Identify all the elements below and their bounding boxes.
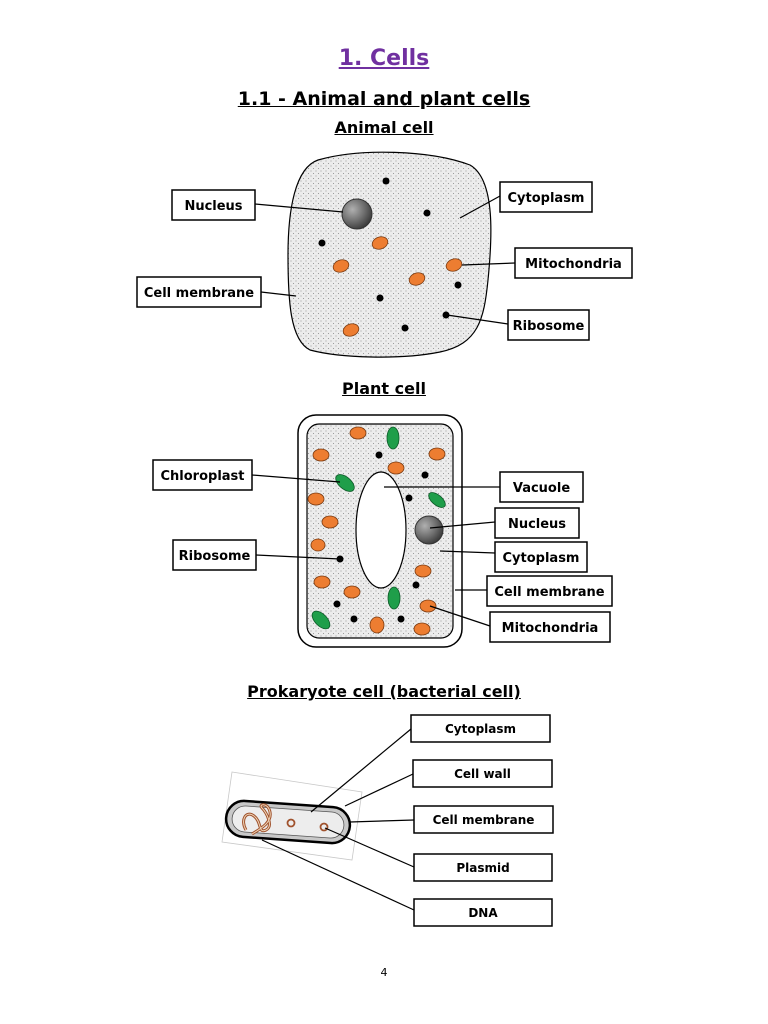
prokaryote-plasmid-1 xyxy=(286,818,296,828)
animal-label-nucleus: Nucleus xyxy=(171,189,256,221)
plant-label-chloroplast: Chloroplast xyxy=(152,459,253,491)
plant-label-cell-membrane: Cell membrane xyxy=(486,575,613,607)
animal-label-cytoplasm: Cytoplasm xyxy=(499,181,593,213)
svg-text:DNA: DNA xyxy=(468,906,498,920)
animal-cell-heading: Animal cell xyxy=(334,118,434,137)
plant-vacuole xyxy=(355,471,407,589)
prokaryote-cell-diagram: Cytoplasm Cell wall Cell membrane Plasmi… xyxy=(221,714,554,927)
prokaryote-label-cell-wall: Cell wall xyxy=(412,759,553,788)
animal-ribosomes-group xyxy=(318,177,462,332)
plant-label-mitochondria: Mitochondria xyxy=(489,611,611,643)
svg-text:Plasmid: Plasmid xyxy=(456,861,509,875)
svg-text:Cell membrane: Cell membrane xyxy=(433,813,535,827)
prokaryote-label-plasmid: Plasmid xyxy=(413,853,553,882)
svg-text:Chloroplast: Chloroplast xyxy=(160,469,244,484)
prokaryote-cell-heading: Prokaryote cell (bacterial cell) xyxy=(247,682,521,701)
plant-nucleus xyxy=(414,515,444,545)
page-title: 1. Cells xyxy=(338,46,430,71)
svg-text:Ribosome: Ribosome xyxy=(513,319,585,334)
plant-ribosomes-group xyxy=(333,451,429,623)
plant-chloroplasts-group xyxy=(311,426,446,630)
svg-text:Cell membrane: Cell membrane xyxy=(144,286,254,301)
animal-cell-body xyxy=(287,151,492,358)
animal-label-ribosome: Ribosome xyxy=(507,309,590,341)
svg-text:Nucleus: Nucleus xyxy=(184,199,242,214)
animal-label-cell-membrane: Cell membrane xyxy=(136,276,262,308)
plant-mitochondria-group xyxy=(307,426,446,636)
section-title: 1.1 - Animal and plant cells xyxy=(237,88,531,110)
plant-label-ribosome: Ribosome xyxy=(172,539,257,571)
plant-label-vacuole: Vacuole xyxy=(499,471,584,503)
svg-text:Ribosome: Ribosome xyxy=(179,549,251,564)
prokaryote-label-cytoplasm: Cytoplasm xyxy=(410,714,551,743)
animal-nucleus xyxy=(341,198,373,230)
prokaryote-label-cell-membrane: Cell membrane xyxy=(413,805,554,834)
plant-cell-diagram: Chloroplast Vacuole Nucleus Ribosome Cyt… xyxy=(152,414,613,648)
svg-text:Cytoplasm: Cytoplasm xyxy=(508,191,585,206)
prokaryote-plasmid-2 xyxy=(319,822,329,832)
svg-text:Vacuole: Vacuole xyxy=(513,481,570,496)
svg-text:Cytoplasm: Cytoplasm xyxy=(503,551,580,566)
svg-text:Cytoplasm: Cytoplasm xyxy=(445,722,516,736)
plant-label-cytoplasm: Cytoplasm xyxy=(494,541,588,573)
svg-text:Mitochondria: Mitochondria xyxy=(525,257,622,272)
plant-label-nucleus: Nucleus xyxy=(494,507,580,539)
prokaryote-label-dna: DNA xyxy=(413,898,553,927)
page-number: 4 xyxy=(380,966,388,979)
svg-text:Nucleus: Nucleus xyxy=(508,517,566,532)
svg-text:Cell membrane: Cell membrane xyxy=(494,585,604,600)
animal-cell-diagram: Nucleus Cytoplasm Mitochondria Cell memb… xyxy=(136,151,633,358)
svg-text:Cell wall: Cell wall xyxy=(454,767,511,781)
animal-label-mitochondria: Mitochondria xyxy=(514,247,633,279)
svg-text:Mitochondria: Mitochondria xyxy=(502,621,599,636)
plant-cell-heading: Plant cell xyxy=(342,379,426,398)
animal-mitochondria-group xyxy=(332,236,463,337)
